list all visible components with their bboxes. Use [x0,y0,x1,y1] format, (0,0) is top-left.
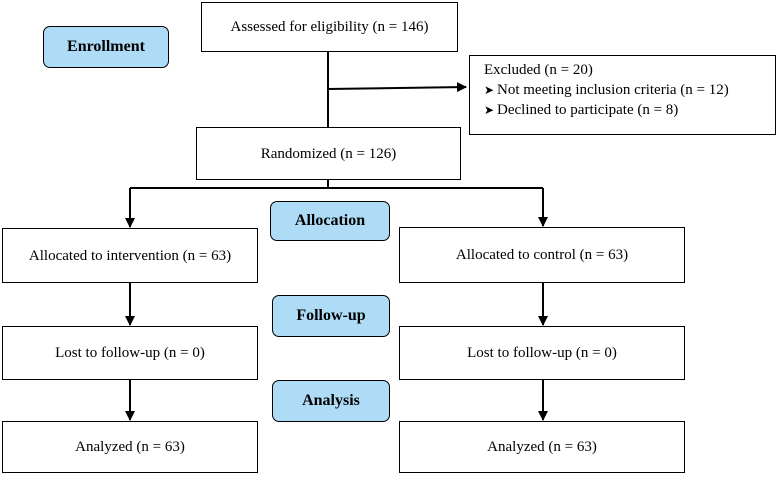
intervention-allocated-box: Allocated to intervention (n = 63) [2,228,258,283]
stage-follow-up-label: Follow-up [296,307,366,324]
control-analyzed-box: Analyzed (n = 63) [399,421,685,473]
arrowhead-bullet-icon: ➤ [484,83,495,97]
intervention-analyzed-box: Analyzed (n = 63) [2,421,258,473]
stage-allocation-label: Allocation [294,212,366,229]
assessed-box: Assessed for eligibility (n = 146) [201,2,458,52]
intervention-lost-box: Lost to follow-up (n = 0) [2,326,258,380]
control-analyzed-label: Analyzed (n = 63) [487,439,597,455]
stage-enrollment-label: Enrollment [67,38,145,55]
excluded-item-label: Declined to participate (n = 8) [497,102,679,118]
stage-analysis: Analysis [272,380,390,422]
excluded-item: ➤Not meeting inclusion criteria (n = 12) [484,80,775,100]
intervention-allocated-label: Allocated to intervention (n = 63) [28,247,232,264]
stage-allocation: Allocation [270,201,390,241]
randomized-box: Randomized (n = 126) [196,127,461,180]
excluded-item-label: Not meeting inclusion criteria (n = 12) [497,82,729,98]
randomized-label: Randomized (n = 126) [260,145,397,162]
control-lost-box: Lost to follow-up (n = 0) [399,326,685,380]
intervention-analyzed-label: Analyzed (n = 63) [75,439,185,455]
stage-enrollment: Enrollment [43,26,169,68]
stage-follow-up: Follow-up [272,295,390,337]
control-lost-label: Lost to follow-up (n = 0) [467,345,617,361]
control-allocated-box: Allocated to control (n = 63) [399,227,685,283]
excluded-title: Excluded (n = 20) [484,62,593,78]
excluded-box: Excluded (n = 20) ➤Not meeting inclusion… [469,55,776,135]
control-allocated-label: Allocated to control (n = 63) [455,247,629,263]
stage-analysis-label: Analysis [302,392,360,409]
excluded-item: ➤Declined to participate (n = 8) [484,100,775,120]
arrow-to-excluded [327,82,467,93]
intervention-lost-label: Lost to follow-up (n = 0) [55,345,205,361]
arrowhead-bullet-icon: ➤ [484,103,495,117]
assessed-label: Assessed for eligibility (n = 146) [230,19,429,35]
